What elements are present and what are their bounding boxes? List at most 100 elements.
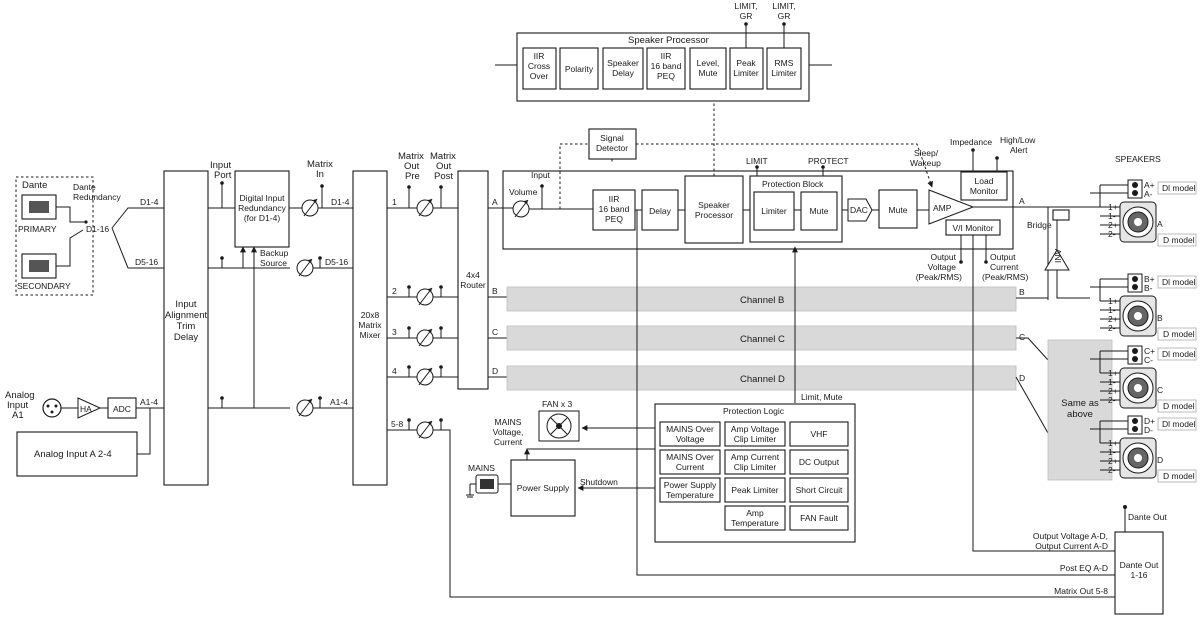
d-model-label: D model (1163, 329, 1195, 339)
svg-text:5-8: 5-8 (391, 419, 404, 429)
terminal-minus: A- (1144, 189, 1153, 199)
pl-fan-fault: FAN Fault (789, 505, 849, 531)
primary-port[interactable] (21, 194, 57, 220)
d-model-tag (1157, 399, 1197, 413)
svg-text:3: 3 (392, 327, 397, 337)
volume-label: Volume (509, 187, 538, 197)
svg-text:1: 1 (392, 197, 397, 207)
impedance-label: Impedance (950, 137, 992, 147)
svg-text:Power Supply: Power Supply (517, 483, 570, 493)
pl-short-circuit: Short Circuit (789, 477, 849, 503)
svg-text:VHF: VHF (811, 429, 828, 439)
analog-a1-4: A1-4 (140, 397, 158, 407)
router-out-c: C (492, 327, 498, 337)
channel-b-band (506, 286, 1017, 312)
matrix-in-fader-2[interactable] (296, 258, 314, 277)
input-alignment-block (163, 170, 209, 486)
svg-text:Delay: Delay (649, 206, 671, 216)
matrix-in-fader-3[interactable] (296, 398, 314, 417)
dl-model-tag (1157, 417, 1197, 431)
speakers-title: SPEAKERS (1115, 154, 1161, 164)
matrix-in-fader-1[interactable] (301, 198, 319, 217)
svg-text:B: B (1019, 287, 1025, 297)
terminal-block-A[interactable] (1127, 179, 1143, 199)
terminal-block-C[interactable] (1127, 345, 1143, 365)
matrix-out-4: 4 (387, 365, 458, 386)
bridge-switch[interactable] (1052, 209, 1070, 221)
router-out-b: B (492, 286, 498, 296)
speaker-label-B: B (1157, 313, 1163, 323)
shutdown-label: Shutdown (580, 477, 618, 487)
channel-d-band (506, 365, 1017, 391)
svg-text:V/I Monitor: V/I Monitor (952, 223, 993, 233)
svg-text:C: C (1019, 332, 1025, 342)
svg-text:Limiter: Limiter (761, 206, 787, 216)
protect-label: PROTECT (808, 156, 849, 166)
terminal-plus: D+ (1144, 416, 1155, 426)
router-out-d: D (492, 366, 498, 376)
terminal-block-D[interactable] (1127, 415, 1143, 435)
dante-title: Dante (22, 180, 47, 191)
terminal-block-B[interactable] (1127, 273, 1143, 293)
xlr-connector[interactable] (42, 398, 62, 418)
svg-text:2: 2 (392, 286, 397, 296)
out-va-label: Output Voltage A-D,Output Current A-D (1033, 531, 1108, 551)
matrix-ch-a1-4: A1-4 (330, 397, 348, 407)
pl-peak-limiter: Peak Limiter (724, 477, 786, 503)
matrix-out-5-8-label: Matrix Out 5-8 (1054, 586, 1108, 596)
load-monitor-block (960, 171, 1008, 201)
ch-a-amp (928, 189, 975, 225)
ch-a-speaker-processor (684, 175, 744, 244)
bridge-label: Bridge (1027, 220, 1052, 230)
svg-text:Polarity: Polarity (565, 64, 594, 74)
dl-model-label: Dl model (1162, 277, 1196, 287)
dl-model-label: Dl model (1162, 183, 1196, 193)
post-eq-label: Post EQ A-D (1060, 563, 1108, 573)
speaker-processor-title: Speaker Processor (628, 35, 709, 46)
svg-text:FAN Fault: FAN Fault (800, 513, 838, 523)
fan-icon (538, 410, 580, 442)
analog-input-a2-4-label: Analog Input A 2-4 (34, 449, 112, 460)
matrix-ch-d5-16: D5-16 (325, 257, 348, 267)
channel-d-label: Channel D (740, 374, 785, 385)
output-a-label: A (1019, 196, 1025, 206)
inv-label: INV (1053, 249, 1063, 264)
digital-input-redundancy-block (234, 170, 290, 248)
d-model-label: D model (1163, 471, 1195, 481)
matrix-out-3: 3 (387, 326, 458, 347)
terminal-minus: B- (1144, 283, 1153, 293)
limit-label: LIMIT (746, 156, 768, 166)
secondary-port[interactable] (21, 253, 57, 279)
limit-gr-peak: LIMIT,GR (734, 1, 757, 21)
router-block (457, 170, 489, 390)
pl-vhf: VHF (789, 421, 849, 447)
same-as-above-box (1047, 339, 1113, 481)
secondary-label: SECONDARY (17, 281, 71, 291)
d-model-tag (1157, 327, 1197, 341)
speaker-label-D: D (1157, 455, 1163, 465)
dante-out-block (1114, 531, 1164, 615)
dl-model-tag (1157, 275, 1197, 289)
